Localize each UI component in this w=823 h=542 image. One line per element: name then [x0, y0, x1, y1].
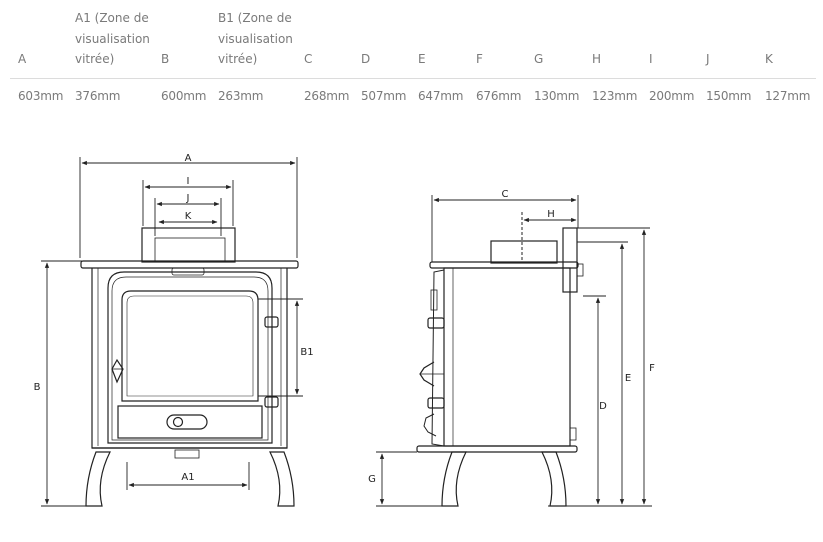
value-g: 130mm [534, 89, 580, 103]
col-header-b: B [161, 52, 170, 66]
col-header-e: E [418, 52, 426, 66]
front-glass-window [121, 290, 259, 402]
col-header-g: G [534, 52, 544, 66]
value-k: 127mm [765, 89, 811, 103]
col-header-d: D [361, 52, 371, 66]
col-header-f: F [476, 52, 483, 66]
value-e: 647mm [418, 89, 464, 103]
label-c: C [502, 189, 509, 200]
label-b: B [34, 382, 41, 393]
air-control-knob [166, 414, 208, 430]
side-dimension-lines [376, 195, 652, 507]
value-i: 200mm [649, 89, 695, 103]
front-ash-pan [117, 405, 263, 439]
door-handle [111, 358, 124, 384]
side-body [443, 267, 571, 447]
front-view [80, 227, 299, 507]
label-g: G [368, 474, 376, 485]
col-header-c: C [304, 52, 313, 66]
label-a: A [185, 153, 192, 164]
side-rear-leg [541, 451, 567, 507]
label-b1: B1 [300, 347, 313, 358]
label-f: F [649, 363, 655, 374]
value-a1: 376mm [75, 89, 121, 103]
col-header-j: J [706, 52, 710, 66]
col-header-i: I [649, 52, 653, 66]
table-separator [10, 78, 816, 79]
label-a1: A1 [181, 472, 194, 483]
label-h: H [547, 209, 555, 220]
label-k: K [185, 211, 192, 222]
front-right-leg [269, 451, 295, 507]
col-header-a: A [18, 52, 27, 66]
label-i: I [187, 176, 190, 187]
value-b1: 263mm [218, 89, 264, 103]
value-j: 150mm [706, 89, 752, 103]
col-header-h: H [592, 52, 602, 66]
side-front-leg [441, 451, 467, 507]
front-door-frame [107, 271, 273, 444]
side-flue-collar [490, 240, 558, 264]
col-header-b1: B1 (Zone de visualisation vitrée) [218, 11, 293, 66]
value-d: 507mm [361, 89, 407, 103]
side-view [416, 212, 584, 507]
label-j: J [186, 193, 190, 204]
value-c: 268mm [304, 89, 350, 103]
value-h: 123mm [592, 89, 638, 103]
value-f: 676mm [476, 89, 522, 103]
label-e: E [625, 373, 631, 384]
front-left-leg [85, 451, 111, 507]
col-header-a1: A1 (Zone de visualisation vitrée) [75, 11, 150, 66]
value-a: 603mm [18, 89, 64, 103]
front-dimension-lines [41, 157, 303, 507]
label-d: D [599, 401, 607, 412]
value-b: 600mm [161, 89, 207, 103]
col-header-k: K [765, 52, 773, 66]
